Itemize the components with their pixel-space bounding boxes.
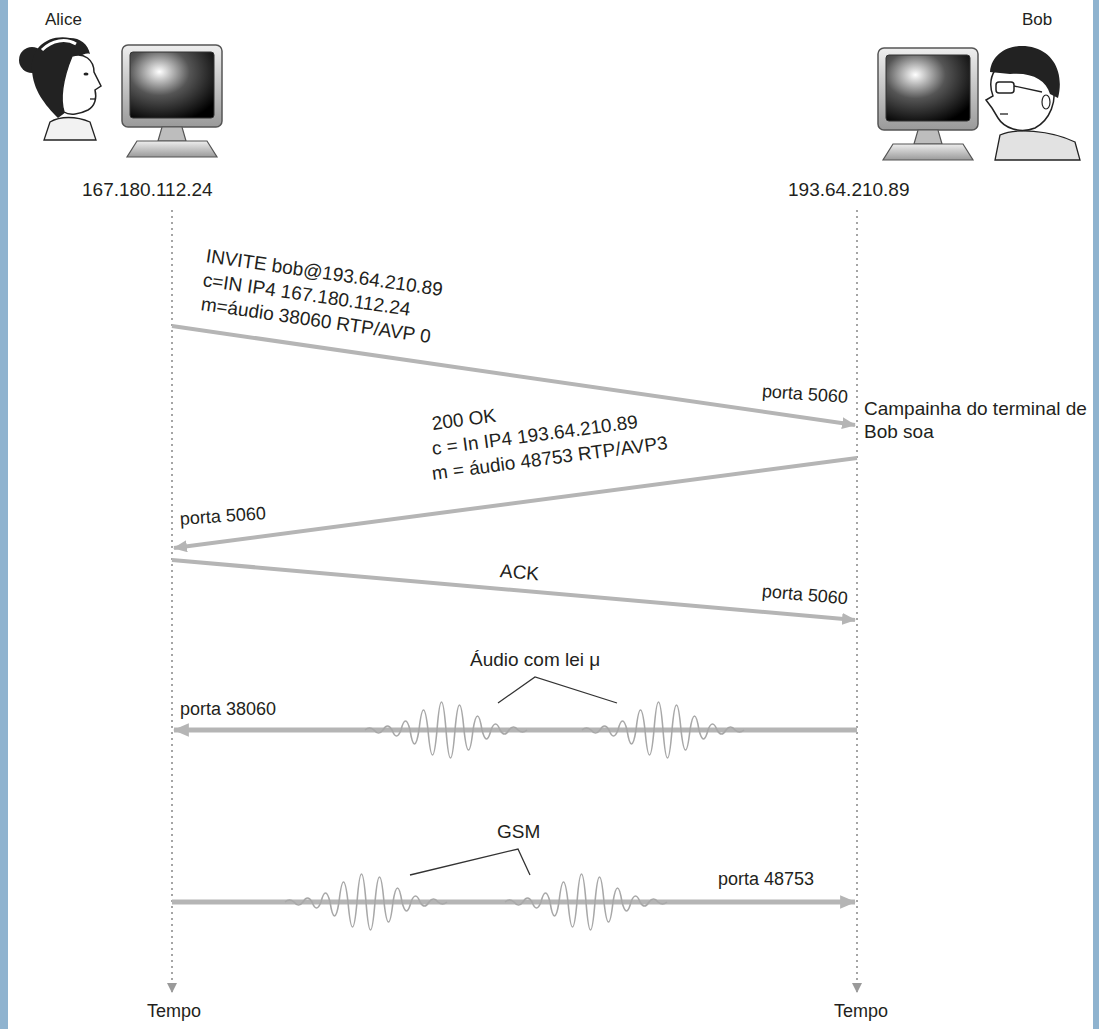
codec-label: GSM — [497, 821, 540, 844]
invite-arrow — [172, 326, 855, 425]
label-bracket — [498, 677, 617, 703]
audio-waveform — [582, 702, 744, 758]
bob-timeline — [856, 210, 858, 992]
page-ground — [8, 0, 1093, 1029]
person-name: Bob — [1022, 10, 1052, 30]
port-label: porta 5060 — [761, 581, 849, 610]
audio-waveform — [365, 702, 527, 758]
bob-computer — [878, 48, 978, 160]
codec-label: Áudio com lei μ — [470, 649, 600, 672]
person-name: Alice — [45, 10, 82, 30]
port-label: porta 48753 — [718, 869, 814, 891]
port-label: porta 5060 — [761, 381, 848, 409]
gsm-waveform — [505, 874, 667, 930]
ip-address: 193.64.210.89 — [788, 179, 910, 202]
gsm-waveform — [285, 874, 447, 930]
alice-computer — [122, 45, 222, 157]
ip-address: 167.180.112.24 — [82, 179, 213, 202]
label-bracket — [410, 849, 530, 875]
ack-arrow — [172, 560, 855, 620]
port-label: porta 38060 — [180, 699, 276, 721]
alice-figure — [19, 37, 101, 140]
bob-figure — [986, 46, 1080, 160]
event-note: Campainha do terminal de Bob soa — [864, 398, 1089, 444]
port-label: porta 5060 — [179, 503, 266, 531]
axis-label: Tempo — [834, 1001, 888, 1023]
sip-message: ACK — [499, 560, 540, 586]
axis-label: Tempo — [147, 1001, 201, 1023]
